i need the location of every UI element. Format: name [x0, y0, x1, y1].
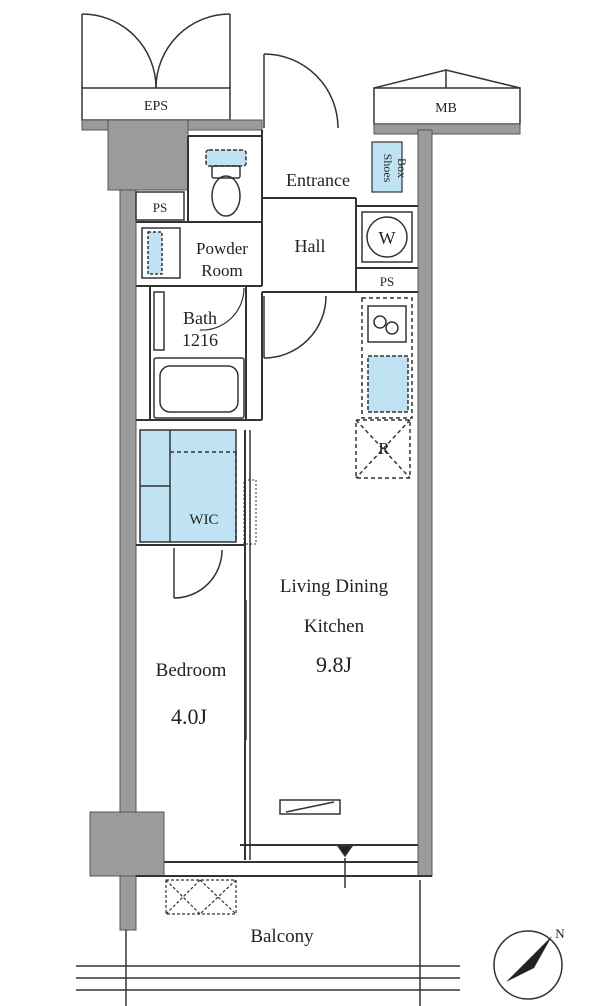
- label-ps-left: PS: [153, 200, 167, 215]
- label-bedroom: Bedroom: [156, 660, 227, 681]
- bedroom-door: [173, 548, 223, 599]
- label-hall: Hall: [295, 236, 326, 256]
- bathtub-fixture: [153, 291, 245, 419]
- label-ps-right: PS: [380, 274, 394, 289]
- eps-cabinet: [81, 13, 231, 121]
- walls: [81, 119, 521, 931]
- north-arrow-icon: [493, 930, 563, 1000]
- washer-fixture: [361, 211, 413, 263]
- toilet-fixture: [205, 149, 247, 217]
- label-ldk-size: 9.8J: [316, 652, 353, 677]
- heater-panel: [279, 799, 341, 815]
- kitchen-counter: [361, 297, 413, 419]
- label-washer: W: [379, 228, 396, 248]
- powder-door: [199, 287, 245, 331]
- label-powder-2: Room: [201, 261, 243, 280]
- label-box: Box: [395, 158, 409, 178]
- label-bath-2: 1216: [182, 330, 218, 350]
- sash-marker: [336, 845, 354, 888]
- sink-fixture: [141, 227, 181, 279]
- interior-walls: [135, 130, 432, 877]
- label-eps: EPS: [144, 99, 168, 114]
- label-bedroom-size: 4.0J: [171, 704, 208, 729]
- label-balcony: Balcony: [250, 926, 314, 947]
- outdoor-unit: [165, 879, 237, 915]
- label-shoes: Shoes: [381, 154, 395, 183]
- shoes-box: [371, 141, 403, 193]
- balcony-railing: [76, 880, 460, 1006]
- storage-strip: [243, 479, 257, 545]
- entrance-door: [263, 53, 339, 129]
- label-powder-1: Powder: [196, 239, 248, 258]
- label-north: N: [555, 926, 565, 941]
- label-entrance: Entrance: [286, 170, 350, 190]
- label-bath-1: Bath: [183, 308, 217, 328]
- hall-door: [263, 295, 327, 359]
- fridge-space: [355, 419, 411, 479]
- label-ldk-2: Kitchen: [304, 616, 365, 637]
- label-ldk-1: Living Dining: [280, 576, 389, 597]
- wic-closet: [139, 429, 237, 543]
- label-mb: MB: [435, 101, 457, 116]
- label-wic: WIC: [189, 512, 218, 528]
- label-fridge: R: [378, 439, 390, 458]
